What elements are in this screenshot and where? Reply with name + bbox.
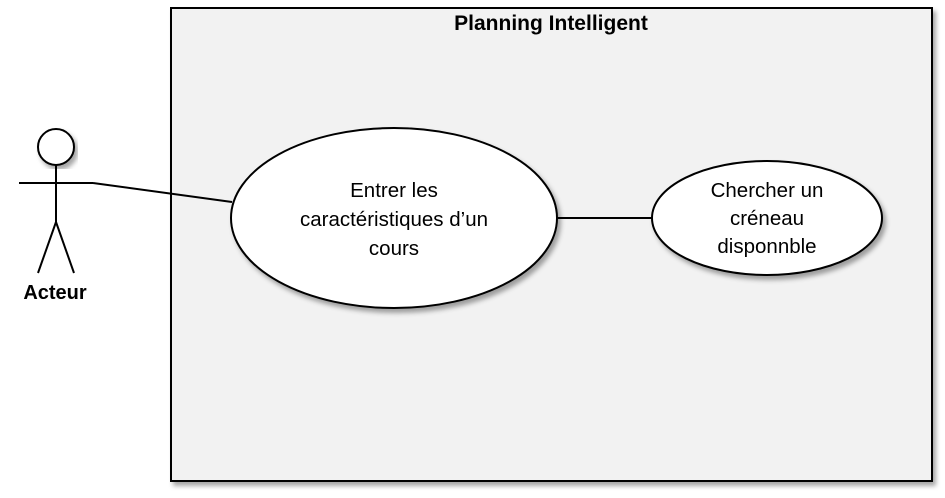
actor: Acteur xyxy=(19,128,93,304)
use-case-line: Entrer les xyxy=(350,179,438,202)
use-case-ellipse xyxy=(651,160,883,276)
use-case-enter-course[interactable]: Entrer les caractéristiques d’un cours xyxy=(230,127,558,309)
use-case-ellipse xyxy=(230,127,558,309)
association-actor-usecase xyxy=(92,182,233,203)
use-case-line: disponnble xyxy=(717,235,816,258)
system-title: Planning Intelligent xyxy=(454,12,648,35)
use-case-find-slot[interactable]: Chercher un créneau disponnble xyxy=(651,160,883,276)
use-case-line: cours xyxy=(369,237,419,260)
actor-left-leg xyxy=(37,221,57,274)
actor-head xyxy=(37,128,75,166)
actor-label: Acteur xyxy=(23,282,87,304)
actor-right-leg xyxy=(55,221,75,274)
use-case-line: caractéristiques d’un xyxy=(300,208,488,231)
use-case-line: Chercher un xyxy=(711,179,824,202)
use-case-line: créneau xyxy=(730,207,804,230)
